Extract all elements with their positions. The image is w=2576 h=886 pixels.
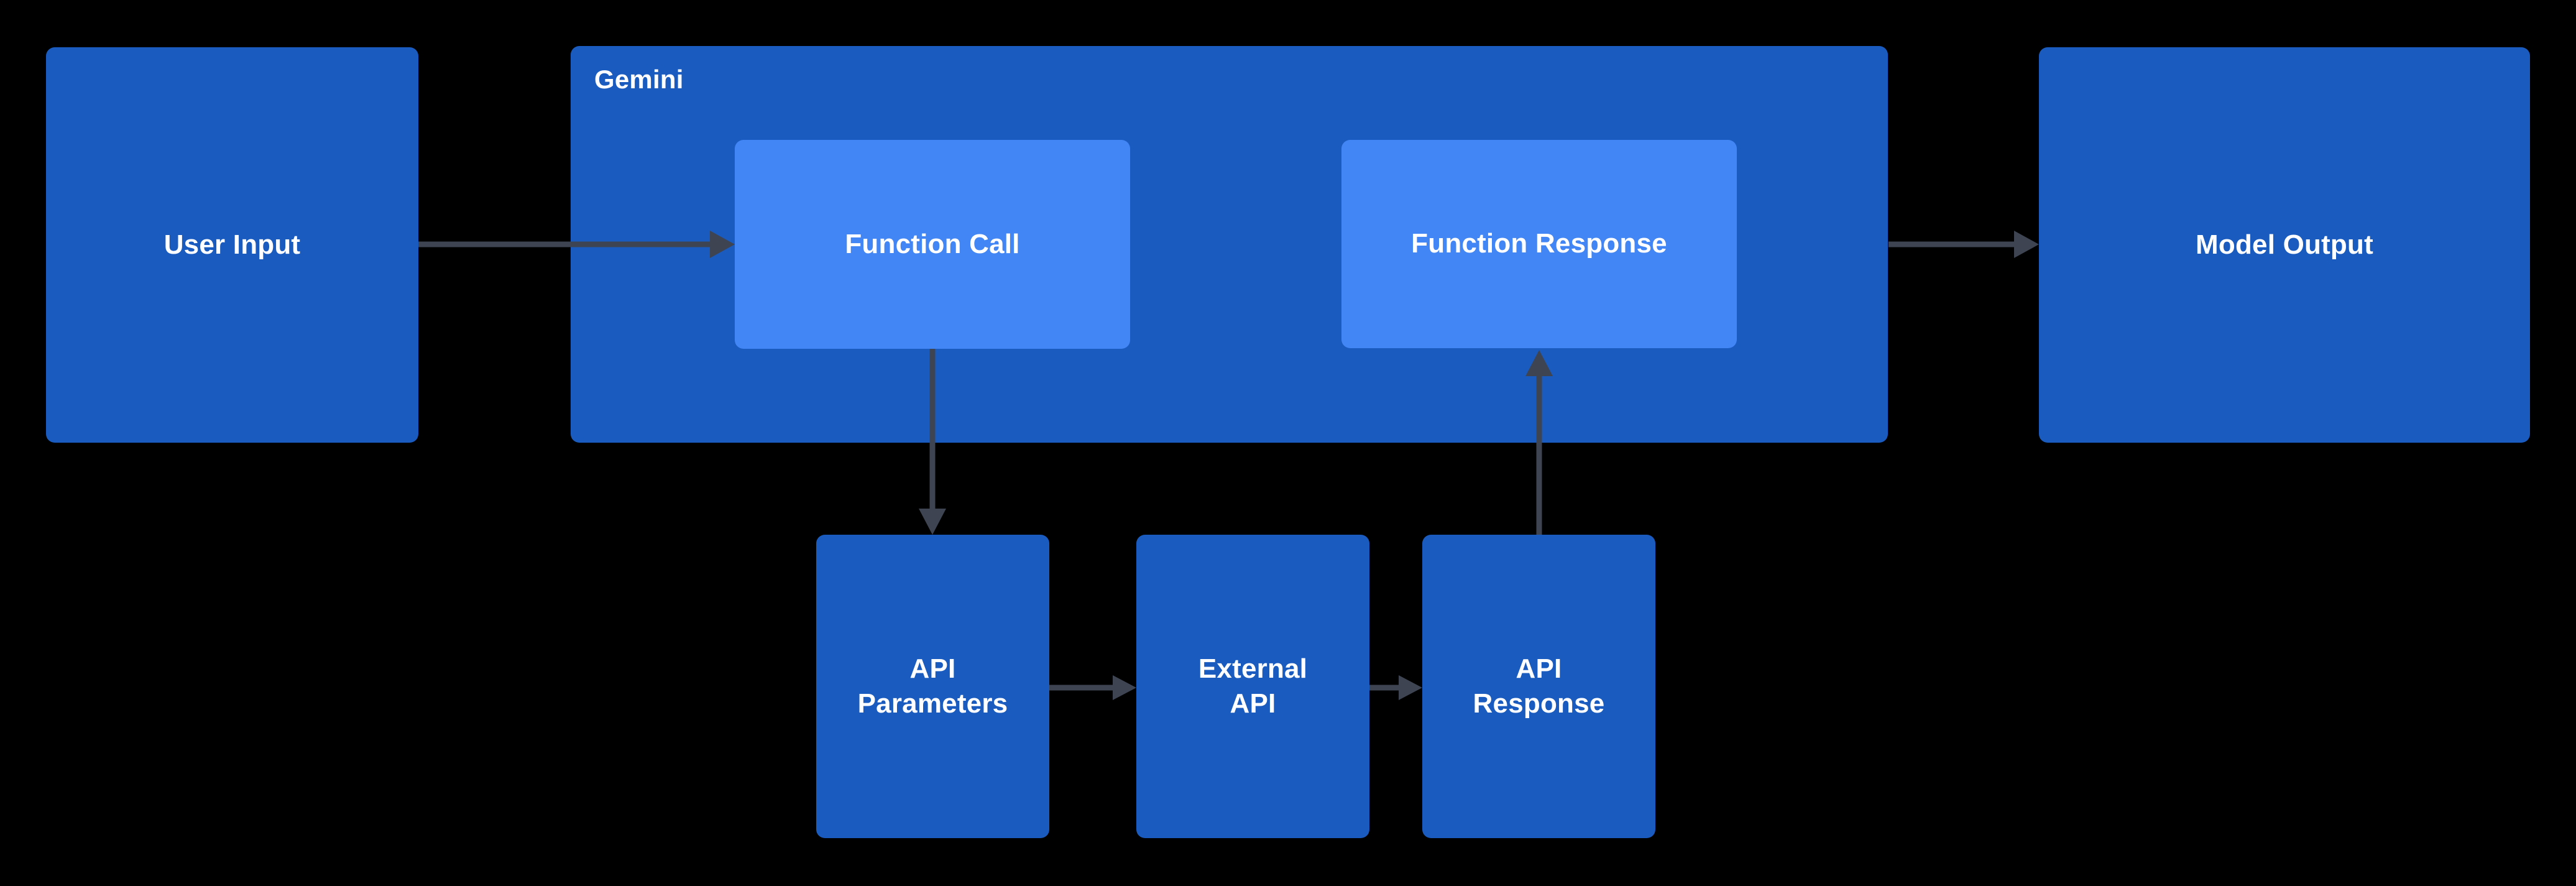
edge-gemini-to-model-output-arrowhead <box>2014 231 2039 258</box>
node-api-response-label-line2: Response <box>1473 688 1605 719</box>
node-function-response[interactable]: Function Response <box>1341 140 1737 348</box>
node-api-response-label: API Response <box>1473 652 1605 722</box>
node-user-input[interactable]: User Input <box>46 47 418 443</box>
node-api-parameters-label-line1: API <box>909 653 956 684</box>
node-external-api[interactable]: External API <box>1136 535 1369 838</box>
node-api-parameters-label-line2: Parameters <box>857 688 1008 719</box>
edge-gemini-to-model-output <box>1888 231 2039 258</box>
node-function-call-label: Function Call <box>845 228 1020 259</box>
node-api-parameters[interactable]: API Parameters <box>816 535 1049 838</box>
node-external-api-label-line1: External <box>1198 653 1308 684</box>
edge-external-api-to-api-response-arrowhead <box>1399 675 1422 700</box>
node-model-output[interactable]: Model Output <box>2039 47 2530 443</box>
node-api-response-label-line1: API <box>1516 653 1562 684</box>
edge-api-parameters-to-external-api-arrowhead <box>1113 675 1136 700</box>
edge-function-call-to-api-parameters-arrowhead <box>919 509 946 535</box>
edge-external-api-to-api-response <box>1369 675 1422 700</box>
node-external-api-label: External API <box>1198 652 1307 722</box>
node-function-response-label: Function Response <box>1411 228 1667 259</box>
node-api-parameters-label: API Parameters <box>858 652 1008 722</box>
node-user-input-label: User Input <box>163 229 301 260</box>
edge-api-parameters-to-external-api <box>1049 675 1136 700</box>
group-gemini-label: Gemini <box>594 65 684 94</box>
node-external-api-label-line2: API <box>1230 688 1276 719</box>
node-api-response[interactable]: API Response <box>1422 535 1655 838</box>
node-model-output-label: Model Output <box>2196 229 2373 260</box>
node-function-call[interactable]: Function Call <box>735 140 1130 349</box>
